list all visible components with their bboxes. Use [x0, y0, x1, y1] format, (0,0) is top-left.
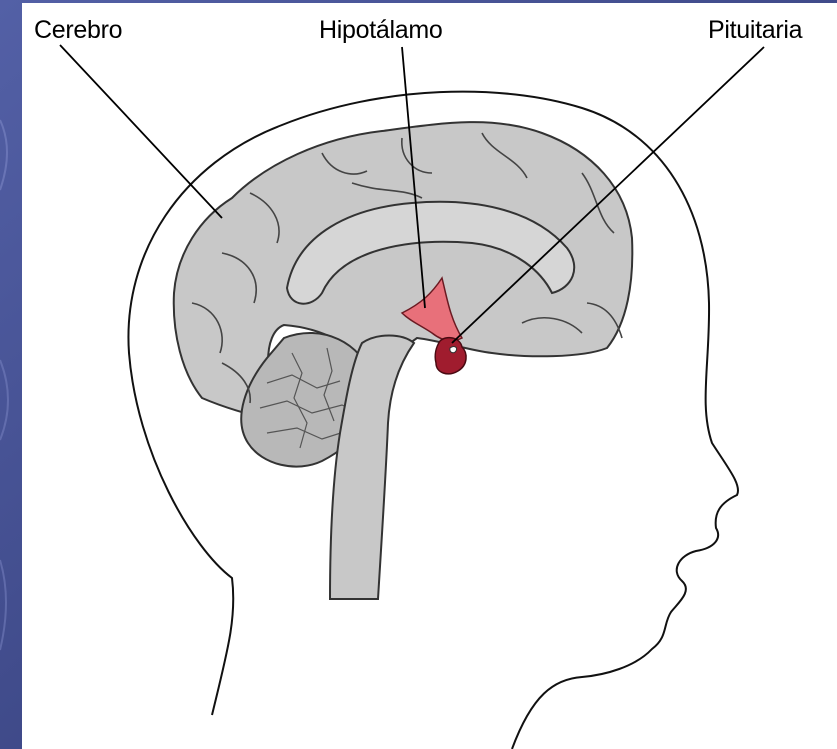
- label-cerebro: Cerebro: [34, 15, 122, 45]
- leader-line-cerebro: [60, 45, 222, 218]
- brain-diagram-figure: Cerebro Hipotálamo Pituitaria: [22, 3, 837, 749]
- label-hipotalamo: Hipotálamo: [319, 15, 442, 45]
- label-pituitaria: Pituitaria: [708, 15, 802, 45]
- brain-diagram: [22, 3, 837, 749]
